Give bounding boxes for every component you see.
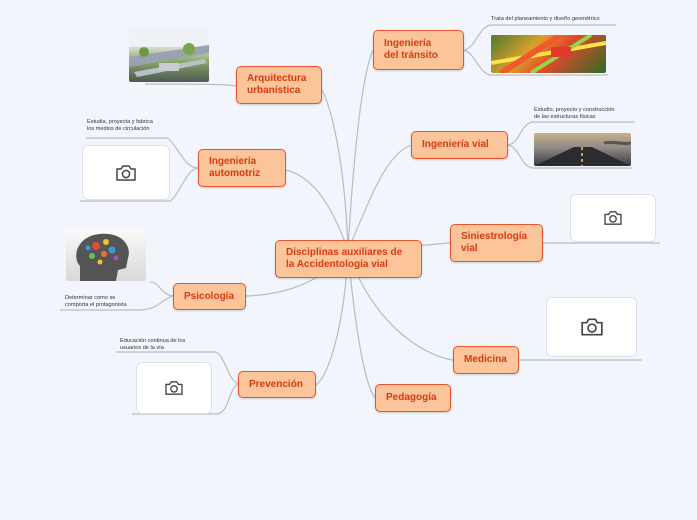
node-siniestrologia-label: Siniestrología vial (461, 231, 527, 255)
node-siniestrologia[interactable]: Siniestrología vial (450, 224, 543, 262)
node-medicina[interactable]: Medicina (453, 346, 519, 374)
automotriz-note: Estudia, proyecta y fabrica los medios d… (87, 119, 153, 133)
arquitectura-image (129, 27, 209, 82)
vial-image (534, 133, 631, 166)
node-vial[interactable]: Ingeniería vial (411, 131, 508, 159)
node-psicologia-label: Psicología (184, 291, 234, 303)
node-pedagogia-label: Pedagogía (386, 392, 437, 404)
node-pedagogia[interactable]: Pedagogía (375, 384, 451, 412)
psicologia-note: Determinar como se comporta el protagoni… (65, 295, 127, 309)
camera-icon (580, 317, 604, 337)
node-automotriz[interactable]: Ingeniería automotriz (198, 149, 286, 187)
central-topic[interactable]: Disciplinas auxiliares de la Accidentolo… (275, 240, 422, 278)
node-medicina-label: Medicina (464, 354, 507, 366)
prevencion-note: Educación continua de los usuarios de la… (120, 338, 185, 352)
node-prevencion[interactable]: Prevención (238, 371, 316, 398)
central-topic-label: Disciplinas auxiliares de la Accidentolo… (286, 247, 402, 271)
node-prevencion-label: Prevención (249, 379, 303, 391)
automotriz-image-placeholder (82, 145, 170, 200)
node-transito[interactable]: Ingeniería del tránsito (373, 30, 464, 70)
prevencion-image-placeholder (136, 362, 212, 414)
node-automotriz-label: Ingeniería automotriz (209, 156, 260, 180)
medicina-image-placeholder (546, 297, 637, 357)
camera-icon (115, 164, 137, 182)
transito-image (491, 35, 606, 73)
psicologia-image (66, 228, 146, 281)
siniestrologia-image-placeholder (570, 194, 656, 242)
node-transito-label: Ingeniería del tránsito (384, 38, 438, 62)
node-psicologia[interactable]: Psicología (173, 283, 246, 310)
vial-note: Estudio, proyecto y construcción de las … (534, 107, 615, 121)
transito-note: Trata del planeamiento y diseño geométri… (491, 16, 600, 23)
node-arquitectura-label: Arquitectura urbanística (247, 73, 306, 97)
camera-icon (603, 210, 623, 226)
node-arquitectura[interactable]: Arquitectura urbanística (236, 66, 322, 104)
camera-icon (164, 380, 184, 396)
node-vial-label: Ingeniería vial (422, 139, 489, 151)
